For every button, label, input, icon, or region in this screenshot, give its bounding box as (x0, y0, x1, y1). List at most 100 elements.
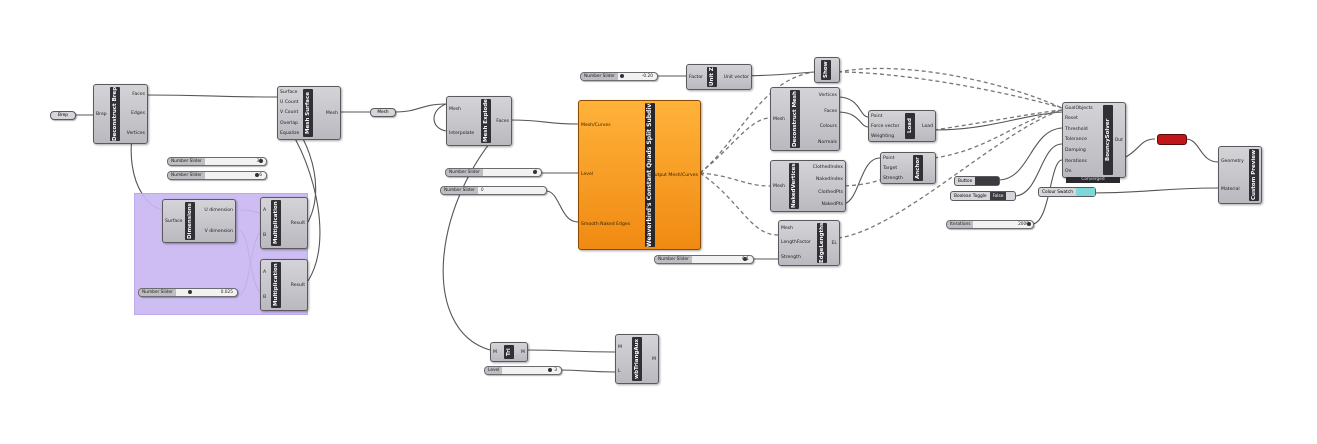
number-slider[interactable]: Number Slider-0.20 (580, 72, 658, 81)
slider-knob[interactable] (532, 170, 537, 174)
port-label: M (618, 344, 622, 350)
component-inputs: Mesh LengthFactor Strength (779, 221, 813, 265)
deconstruct-brep-component[interactable]: Brep Deconstruct Brep Faces Edges Vertic… (93, 84, 148, 144)
port-label: U Count (280, 100, 299, 106)
port-label: EL (831, 240, 837, 246)
colour-swatch[interactable]: Colour Swatch (1038, 187, 1096, 197)
component-inputs: Surface U Count V Count Overlap Equalize (278, 87, 301, 139)
component-title: Dimensions (185, 202, 195, 240)
slider-knob[interactable] (188, 290, 193, 294)
deconstruct-mesh-component[interactable]: Mesh Deconstruct Mesh Vertices Faces Col… (770, 87, 840, 151)
port-label: ClothedPts (818, 189, 843, 195)
component-title: Load (905, 113, 915, 139)
port-label: L (618, 368, 621, 374)
port-label: Mesh (773, 116, 786, 122)
slider-knob[interactable] (258, 159, 263, 163)
port-label: B (263, 233, 267, 238)
port-label: Vertices (818, 93, 837, 99)
mesh-param[interactable]: Mesh (370, 108, 396, 117)
port-label: Point (871, 113, 883, 119)
port-label: ClothedIndex (812, 164, 843, 170)
bouncy-solver-component[interactable]: GoalObjects Reset Threshold Tolerance Da… (1062, 102, 1126, 178)
component-title: Mesh Surface (303, 89, 313, 137)
port-label: Mesh/Curves (581, 123, 611, 129)
component-inputs: Mesh (771, 161, 787, 211)
port-label: M (652, 356, 656, 362)
weaverbird-subdivision-component[interactable]: Mesh/Curves Level Smooth Naked Edges Wea… (578, 100, 701, 250)
port-label: V dimension (204, 229, 233, 234)
component-outputs: ClothedIndex NakedIndex ClothedPts Naked… (811, 161, 845, 211)
port-label: Strength (883, 175, 903, 181)
port-label: Mesh (449, 106, 462, 112)
number-slider[interactable]: Number Slider4 (445, 168, 542, 177)
component-title: Unit Z (707, 67, 717, 87)
port-label: NakedIndex (815, 177, 843, 183)
load-component[interactable]: Point Force vector Weighting Load Load (868, 110, 936, 142)
port-label: Strength (781, 255, 801, 261)
edge-lengths-component[interactable]: Mesh LengthFactor Strength EdgeLengths E… (778, 220, 840, 266)
naked-vertices-component[interactable]: Mesh NakedVertices ClothedIndex NakedInd… (770, 160, 846, 212)
port-label: Result (290, 220, 305, 226)
slider-knob[interactable] (255, 173, 259, 177)
port-label: Output Mesh/Curves (650, 172, 698, 178)
red-param[interactable] (1157, 134, 1187, 145)
component-outputs: M (650, 335, 658, 383)
number-slider[interactable]: Number Slider30 (167, 157, 267, 166)
port-label: A (263, 208, 267, 213)
custom-preview-component[interactable]: Geometry Material Custom Preview (1218, 146, 1262, 204)
port-label: Threshold (1065, 126, 1088, 132)
port-label: On (1065, 169, 1072, 175)
unit-z-component[interactable]: Factor Unit Z Unit vector (686, 64, 752, 90)
slider-knob[interactable] (548, 368, 553, 372)
component-outputs: Result (289, 260, 307, 310)
port-label: V Count (280, 110, 299, 116)
slider-knob[interactable] (743, 257, 748, 261)
swatch-color[interactable] (1075, 188, 1095, 196)
component-title: NakedVertices (789, 163, 799, 209)
component-outputs: Unit vector (722, 65, 751, 89)
button-param[interactable]: Button (954, 176, 1000, 186)
mesh-explode-component[interactable]: Mesh Interpolate Mesh Explode Faces (446, 96, 512, 146)
component-inputs: Brep (94, 85, 109, 143)
anchor-component[interactable]: Point Target Strength Anchor (880, 152, 936, 184)
component-outputs: Mesh (324, 87, 340, 139)
slider-knob[interactable] (619, 74, 624, 78)
port-label: Tolerance (1065, 137, 1087, 143)
component-inputs: Mesh (771, 88, 787, 150)
component-inputs: GoalObjects Reset Threshold Tolerance Da… (1063, 103, 1095, 177)
port-label: Reset (1065, 116, 1078, 122)
component-title: Deconstruct Brep (110, 87, 120, 141)
component-title: Multiplication (271, 262, 281, 308)
port-label: Brep (96, 111, 107, 117)
component-outputs: M (519, 343, 527, 361)
port-label: Edges (131, 111, 145, 117)
mesh-surface-component[interactable]: Surface U Count V Count Overlap Equalize… (277, 86, 341, 140)
port-label: NakedPts (821, 202, 843, 208)
component-outputs: EL (830, 221, 839, 265)
port-label: Unit vector (723, 74, 749, 80)
brep-param[interactable]: Brep (50, 111, 76, 120)
slider-knob[interactable] (1027, 222, 1032, 226)
port-label: Material (1221, 186, 1240, 192)
component-inputs: Mesh Interpolate (447, 97, 476, 145)
port-label: LengthFactor (781, 240, 811, 246)
port-label: A (263, 270, 267, 275)
port-label: Target (883, 165, 898, 171)
show-component[interactable]: Show (814, 57, 840, 83)
port-label: M (493, 349, 497, 355)
dimensions-component[interactable]: Surface Dimensions U dimension V dimensi… (162, 199, 236, 243)
tri-component[interactable]: M Tri M (490, 342, 528, 362)
